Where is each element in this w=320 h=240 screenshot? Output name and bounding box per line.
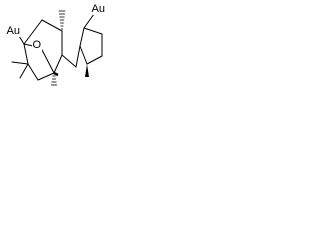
atom-label-au-left: Au bbox=[6, 25, 21, 37]
bond bbox=[23, 43, 29, 65]
bond bbox=[53, 54, 63, 74]
bond bbox=[23, 19, 43, 45]
bond bbox=[23, 43, 34, 47]
hashed-bond bbox=[58, 10, 66, 30]
wedge-bond bbox=[85, 64, 89, 77]
bond bbox=[83, 27, 103, 35]
bond bbox=[11, 61, 29, 65]
atom-label-oxygen: O bbox=[32, 39, 42, 51]
bond bbox=[40, 47, 55, 74]
atom-label-au-right: Au bbox=[91, 3, 106, 15]
bond bbox=[61, 54, 77, 68]
bond bbox=[27, 63, 39, 81]
bond bbox=[19, 63, 29, 79]
molecule-skeleton bbox=[11, 10, 103, 86]
bond bbox=[83, 13, 95, 29]
bond bbox=[41, 19, 63, 32]
molecule-structure: Au O Au bbox=[0, 0, 112, 106]
hashed-bond bbox=[51, 75, 57, 86]
bold-bond bbox=[53, 71, 59, 77]
bond bbox=[75, 45, 81, 68]
bond bbox=[37, 72, 55, 81]
bond bbox=[79, 27, 85, 47]
bond bbox=[86, 55, 103, 65]
bond bbox=[18, 35, 25, 45]
bond bbox=[79, 45, 88, 65]
